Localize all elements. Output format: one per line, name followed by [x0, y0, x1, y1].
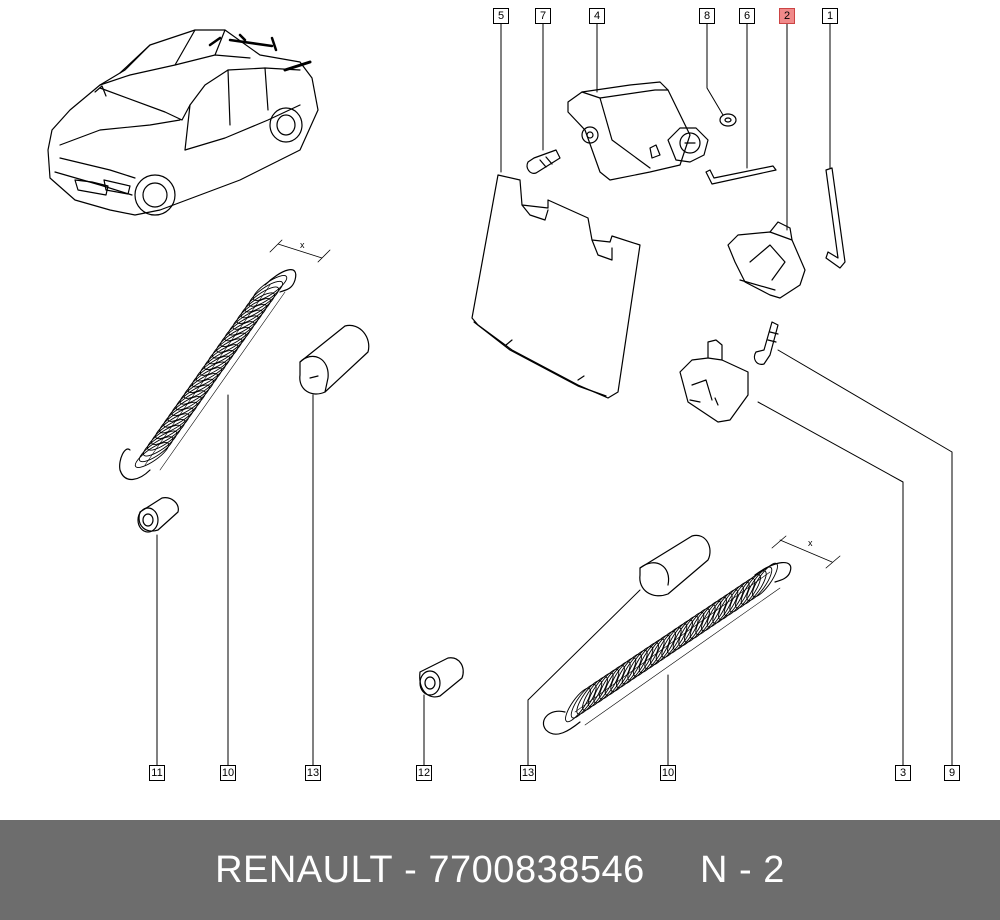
callout-1: 1	[822, 8, 838, 24]
callout-4: 4	[589, 8, 605, 24]
footer-brand: RENAULT	[215, 848, 394, 891]
callout-3: 3	[895, 765, 911, 781]
footer-separator: -	[393, 848, 429, 891]
bolt-9	[753, 321, 779, 365]
bolt-7	[526, 149, 561, 174]
spring-10-right: x	[542, 535, 841, 735]
callout-7: 7	[535, 8, 551, 24]
callout-11: 11	[149, 765, 165, 781]
callout-6: 6	[739, 8, 755, 24]
callout-8: 8	[699, 8, 715, 24]
callout-13-right: 13	[520, 765, 536, 781]
rod-1	[825, 167, 846, 269]
spring-coil	[252, 275, 288, 301]
bush-12	[419, 657, 464, 698]
spring-10-left: x	[119, 239, 331, 480]
spring-coil	[244, 286, 280, 313]
callout-2-highlighted[interactable]: 2	[779, 8, 795, 24]
car-illustration	[47, 29, 319, 216]
callout-9: 9	[944, 765, 960, 781]
rod-6	[705, 165, 777, 185]
footer-part-number: 7700838546	[428, 848, 645, 891]
dimension-x-left: x	[300, 240, 305, 250]
spring-coil	[752, 562, 778, 598]
washer-8	[719, 113, 737, 127]
callout-12: 12	[416, 765, 432, 781]
cover-5	[471, 174, 641, 399]
callout-10-left: 10	[220, 765, 236, 781]
spring-coil	[248, 280, 284, 307]
lock-housing-4	[567, 81, 691, 181]
sleeve-13-right	[639, 534, 711, 597]
parts-diagram: x x	[47, 8, 960, 781]
footer-position-label: N - 2	[700, 848, 785, 891]
spring-coil	[740, 570, 767, 605]
callout-13-left: 13	[305, 765, 321, 781]
bush-11	[137, 497, 179, 533]
dimension-x-right: x	[808, 538, 813, 548]
latch-2	[727, 221, 806, 299]
striker-3	[679, 339, 749, 423]
footer-banner: RENAULT - 7700838546 N - 2	[0, 820, 1000, 920]
footer-gap	[645, 849, 700, 892]
callout-5: 5	[493, 8, 509, 24]
spring-coil	[746, 566, 773, 601]
leader-lines	[156, 23, 953, 766]
callout-10-right: 10	[660, 765, 676, 781]
lock-barrel	[667, 127, 709, 163]
sleeve-13-left	[299, 324, 370, 395]
